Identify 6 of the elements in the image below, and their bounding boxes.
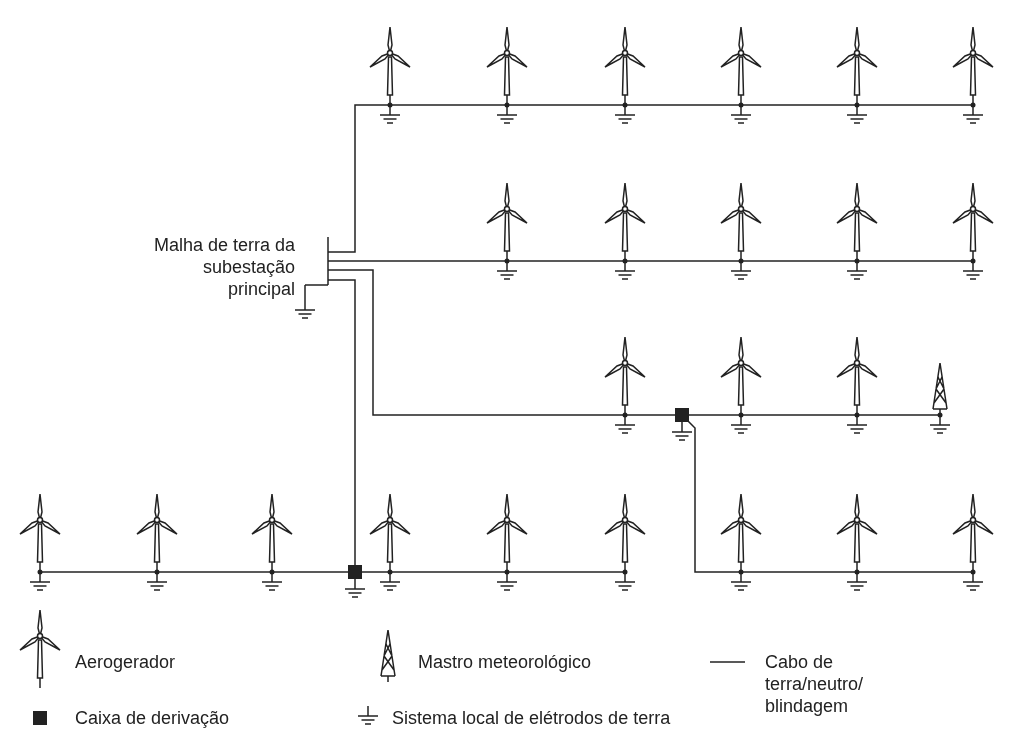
legend-label: Sistema local de elétrodos de terra [392,707,672,729]
legend-label: Mastro meteorológico [418,651,593,673]
substation-label: Malha de terra da subestação principal [152,234,295,300]
legend-label: Aerogerador [75,651,177,673]
legend-label: Cabo de terra/neutro/ blindagem [765,651,865,717]
legend-label: Caixa de derivação [75,707,231,729]
